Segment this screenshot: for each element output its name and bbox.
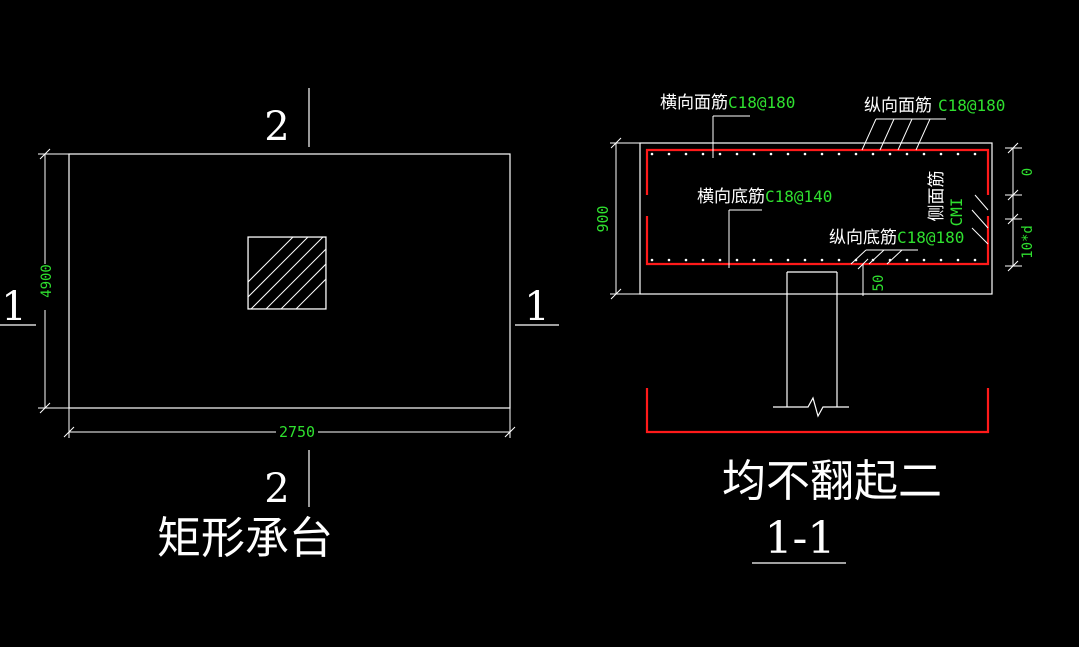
rebar-dot [667, 258, 671, 262]
pile-cap-plan [68, 153, 511, 409]
label-side-bar: CMI [947, 198, 966, 227]
rebar-dot [786, 152, 790, 156]
leader-long-bottom [850, 249, 918, 265]
rebar-dot [701, 258, 705, 262]
rebar-dot [939, 258, 943, 262]
rebar-dot [820, 152, 824, 156]
rebar-dot [922, 152, 926, 156]
rebar-dot [973, 152, 977, 156]
label-trans-top: 横向面筋C18@180 [660, 93, 795, 113]
rebar-dot [803, 258, 807, 262]
rebar-cage [645, 148, 990, 266]
cap-section-outline [639, 142, 993, 295]
dim-depth-line [610, 137, 640, 300]
dim-width-label: 2750 [279, 423, 315, 441]
rebar-dot [684, 258, 688, 262]
rebar-dot [973, 258, 977, 262]
rebar-dot [718, 258, 722, 262]
rebar-dot [735, 152, 739, 156]
rebar-dot [752, 258, 756, 262]
rebar-dot [769, 258, 773, 262]
note-title: 均不翻起二 [722, 456, 942, 507]
rebar-dot [956, 152, 960, 156]
svg-text:2: 2 [264, 104, 289, 150]
section-marker-1-left: 1 [0, 284, 36, 330]
rebar-dot [871, 152, 875, 156]
plan-title: 矩形承台 [157, 513, 333, 564]
rebar-dot [769, 152, 773, 156]
dim-anchor-label: 10*d [1020, 225, 1036, 259]
rebar-dot [735, 258, 739, 262]
section-title: 1-1 [765, 513, 836, 564]
rebar-dot [752, 152, 756, 156]
rebar-dot [854, 152, 858, 156]
rebar-dot [956, 258, 960, 262]
leader-side [971, 194, 989, 245]
dim-height-label: 4900 [39, 264, 55, 298]
rebar-dot [701, 152, 705, 156]
rebar-dots [650, 152, 977, 262]
section-view: 900 0 10*d 50 横向面筋C18@180 [594, 93, 1036, 564]
cap-outline [68, 153, 511, 409]
svg-text:1: 1 [524, 284, 549, 330]
svg-text:2: 2 [264, 466, 289, 512]
rebar-dot [803, 152, 807, 156]
dim-zero-label: 0 [1020, 168, 1036, 176]
rebar-dot [786, 258, 790, 262]
svg-text:1: 1 [1, 284, 26, 330]
rebar-dot [905, 152, 909, 156]
rebar-dot [650, 258, 654, 262]
dim-right-side [1005, 142, 1022, 272]
leader-long-top [861, 118, 946, 151]
rebar-dot [905, 258, 909, 262]
column-hatched [248, 237, 326, 309]
leader-trans-top [712, 115, 750, 158]
dim-cover-line [857, 258, 869, 296]
leader-trans-bottom [728, 209, 762, 268]
section-marker-1-right: 1 [515, 284, 559, 330]
pile-bracket [645, 388, 990, 434]
dim-cover-label: 50 [871, 275, 887, 292]
section-marker-2-bottom: 2 [264, 450, 310, 512]
rebar-dot [820, 258, 824, 262]
label-long-bottom: 纵向底筋C18@180 [829, 228, 964, 248]
section-marker-2-top: 2 [264, 88, 310, 150]
rebar-dot [922, 258, 926, 262]
rebar-dot [837, 258, 841, 262]
rebar-dot [667, 152, 671, 156]
rebar-dot [684, 152, 688, 156]
column-stub [773, 271, 849, 418]
rebar-dot [650, 152, 654, 156]
rebar-dot [718, 152, 722, 156]
rebar-dot [939, 152, 943, 156]
rebar-dot [837, 152, 841, 156]
label-side-text: 侧面筋 [927, 171, 947, 222]
dim-depth-label: 900 [594, 205, 612, 232]
rebar-dot [888, 152, 892, 156]
label-trans-bottom: 横向底筋C18@140 [697, 187, 832, 207]
